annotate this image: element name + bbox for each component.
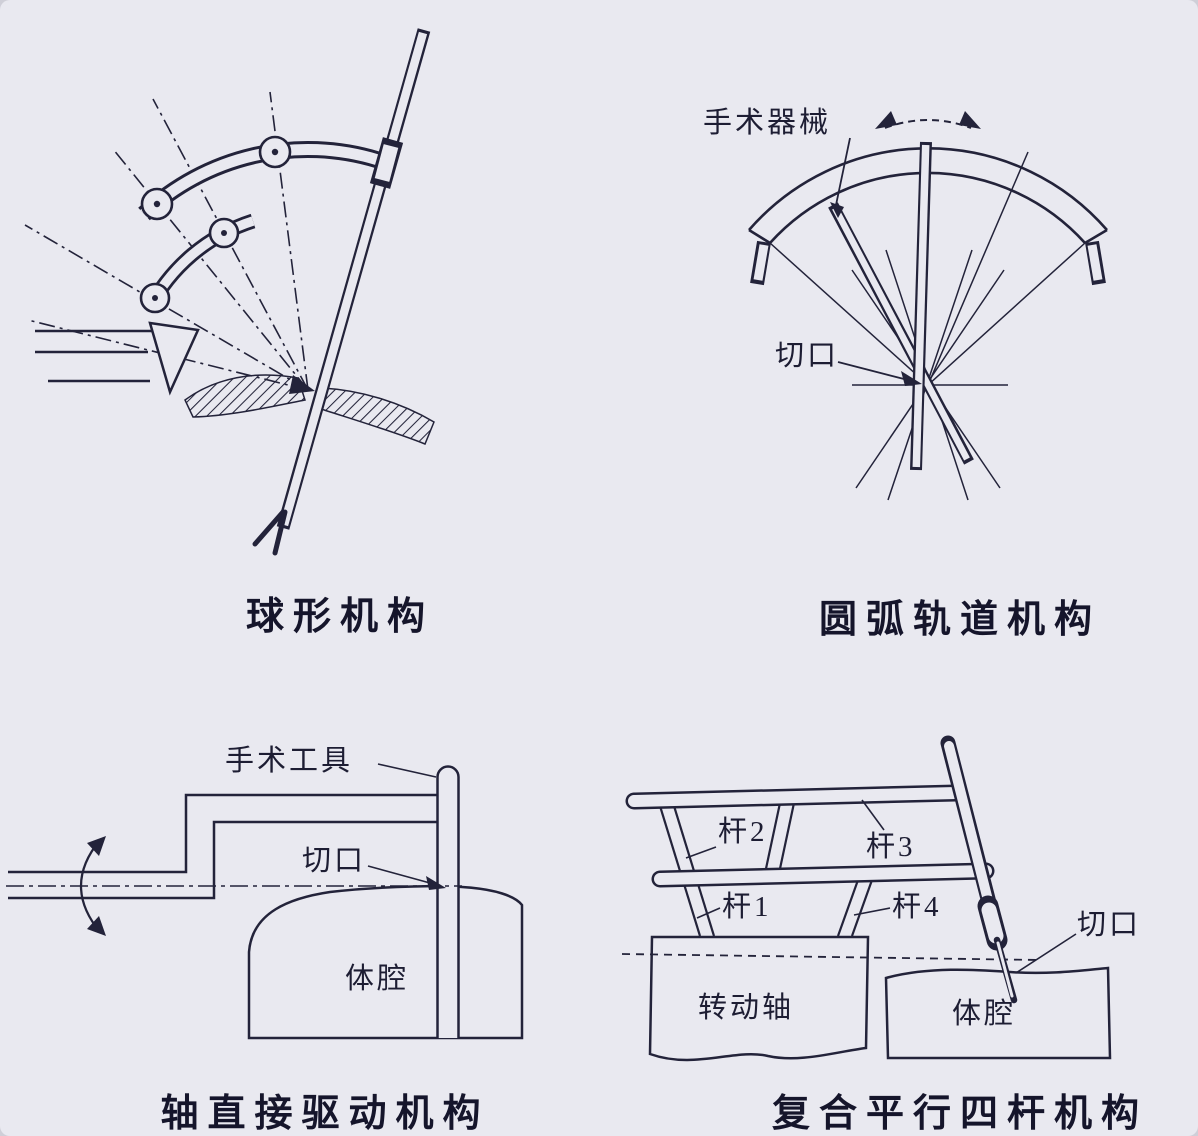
label-leader-lines <box>685 799 1077 974</box>
label-bar3: 杆3 <box>866 831 916 863</box>
gripper-tip <box>252 509 288 556</box>
body-cavity-outline <box>247 884 524 1040</box>
label-rotation-axis: 转动轴 <box>698 992 795 1024</box>
four-bar-mechanism-drawing <box>621 735 1112 1062</box>
stepped-drive-bracket <box>8 793 437 900</box>
center-tool-rod <box>910 141 932 471</box>
caption-direct-drive: 轴直接驱动机构 <box>160 1093 490 1135</box>
label-cavity-drive: 体腔 <box>345 963 410 995</box>
arc-track-mechanism-drawing <box>748 111 1108 501</box>
caption-spherical: 球形机构 <box>245 596 434 638</box>
tissue-hatched-surface <box>184 374 435 445</box>
label-incision-arc: 切口 <box>775 340 840 372</box>
label-surgical-tool: 手术工具 <box>225 745 354 777</box>
instrument-leader-arrow-icon <box>830 137 851 218</box>
caption-arc-track: 圆弧轨道机构 <box>818 599 1101 641</box>
parallel-bars <box>625 784 995 888</box>
incision-leader-arrow-icon <box>367 865 446 890</box>
label-bar1: 杆1 <box>722 891 772 923</box>
instrument-shaft <box>276 28 431 530</box>
body-cavity-block <box>884 966 1112 1060</box>
surgical-instrument-rod <box>828 202 974 465</box>
rotation-axis-block <box>648 935 870 1062</box>
caption-four-bar: 复合平行四杆机构 <box>771 1093 1148 1135</box>
label-bar2: 杆2 <box>718 816 768 848</box>
tool-rod <box>436 765 460 1038</box>
label-bar4: 杆4 <box>892 891 942 923</box>
direct-drive-mechanism-drawing <box>6 763 524 1040</box>
tool-rod-slanted <box>940 735 1018 1004</box>
rotation-arrow-icon <box>875 111 981 129</box>
label-surgical-instrument: 手术器械 <box>703 107 832 139</box>
revolute-joints <box>139 135 292 314</box>
base-bracket <box>35 321 200 396</box>
spherical-mechanism-drawing <box>24 28 435 556</box>
label-incision-drive: 切口 <box>302 845 367 877</box>
incision-point-arrow-icon <box>289 375 315 394</box>
incision-leader-arrow-icon <box>837 361 922 386</box>
track-feet <box>750 240 1106 286</box>
label-cavity-fourbar: 体腔 <box>952 998 1017 1030</box>
shaft-rotation-arrow-icon <box>80 836 106 936</box>
tool-leader-line <box>377 763 437 778</box>
label-incision-fourbar: 切口 <box>1077 909 1142 941</box>
spherical-arc-links <box>138 141 381 313</box>
